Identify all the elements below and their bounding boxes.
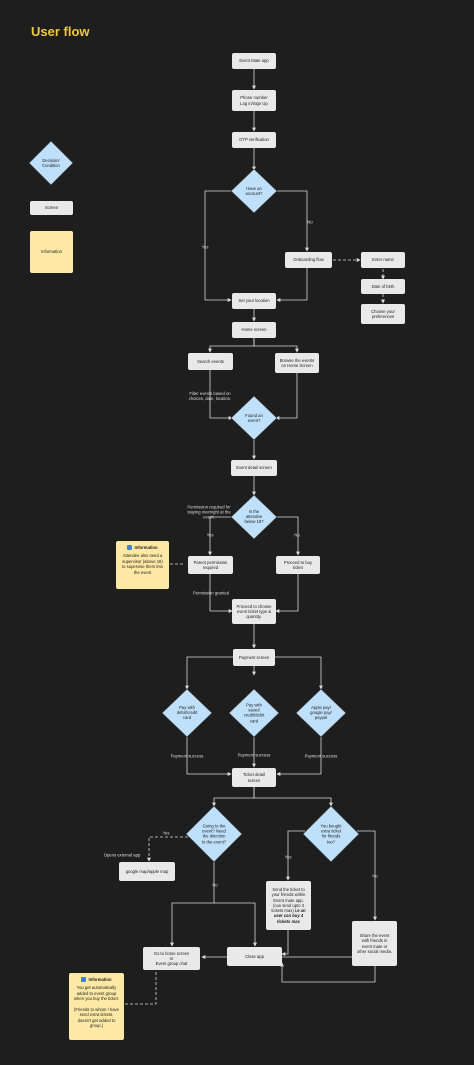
label-no-going: No bbox=[212, 882, 218, 888]
label-payment-success-2: Payment success bbox=[237, 752, 271, 758]
screen-enter-name: Enter name bbox=[361, 252, 405, 268]
edge-account-no bbox=[276, 190, 309, 252]
decision-going-event-label: Going to the event? Need the direction t… bbox=[201, 823, 227, 845]
decision-pay-saved bbox=[228, 688, 280, 738]
edge-going-map bbox=[147, 836, 188, 862]
label-permission-granted: Permission granted bbox=[192, 590, 230, 596]
label-no-below18: No bbox=[294, 532, 300, 538]
screen-choose-ticket: Proceed to choose event ticket type & qu… bbox=[232, 599, 276, 624]
screen-payment: Payment screen bbox=[233, 649, 275, 666]
label-payment-success-1: Payment success bbox=[170, 753, 204, 759]
label-yes-going: Yes bbox=[162, 830, 170, 836]
screen-event-detail: Event detail screen bbox=[231, 460, 277, 476]
screen-google-map: google map/apple map bbox=[119, 862, 175, 881]
edge-onboarding-location bbox=[276, 268, 308, 302]
screen-send-ticket: Send the ticket to your friends within E… bbox=[266, 881, 311, 930]
screen-otp-verification: OTP verification bbox=[232, 132, 276, 148]
edge-going-no bbox=[170, 853, 215, 947]
edge-below18-no bbox=[275, 516, 300, 556]
label-yes-extra: Yes bbox=[284, 854, 292, 860]
send-ticket-emphasis: i.e an user can buy 4 tickets max bbox=[273, 908, 306, 924]
page-title: User flow bbox=[31, 24, 90, 39]
edge-payment-right bbox=[275, 656, 323, 690]
info-icon bbox=[81, 977, 87, 982]
info-note-group-text: You get automatically added to event gro… bbox=[74, 985, 119, 1029]
legend-screen: Screen bbox=[30, 201, 73, 215]
decision-bought-extra-label: You bought extra ticket for friends too? bbox=[320, 823, 342, 845]
label-no-extra: No bbox=[372, 873, 378, 879]
screen-parent-permission: Parent permission required bbox=[188, 556, 233, 574]
edge-payment-left bbox=[185, 656, 233, 690]
screen-preferences: Choose your preferences bbox=[361, 304, 405, 324]
decision-have-account bbox=[230, 168, 278, 214]
edge-debit-ticket bbox=[186, 736, 232, 776]
screen-event-mate-app: Event Mate app bbox=[232, 53, 276, 69]
edge-below18-yes bbox=[208, 516, 234, 556]
screen-home-group: Go to home screen or Event group chat bbox=[143, 947, 200, 970]
label-yes-below18: Yes bbox=[206, 532, 214, 538]
edge-going-close bbox=[214, 902, 257, 947]
decision-found-event-label: Found an event? bbox=[245, 412, 263, 423]
label-payment-success-3: Payment success bbox=[304, 753, 338, 759]
decision-bought-extra bbox=[302, 805, 360, 863]
info-note-group: Information You get automatically added … bbox=[69, 973, 124, 1040]
info-icon bbox=[127, 545, 133, 550]
screen-phone-login: Phone number Log in/Sign Up bbox=[232, 90, 276, 111]
screen-home: Home screen bbox=[232, 322, 276, 338]
edge-share-close bbox=[280, 962, 376, 983]
edge-note-home bbox=[125, 970, 157, 1005]
label-opens-external: Opens external app bbox=[103, 852, 141, 858]
edge-ticket-going bbox=[212, 787, 255, 807]
edge-ticket-extra bbox=[253, 787, 333, 807]
screen-search-events: Search events bbox=[188, 353, 233, 370]
info-note-attendee: Information Attendee also need a supervi… bbox=[116, 541, 169, 589]
edge-account-yes bbox=[204, 190, 232, 302]
label-yes-account: Yes bbox=[201, 244, 209, 250]
decision-pay-apple bbox=[295, 688, 347, 738]
legend-decision-label: Decision/ Condition bbox=[42, 157, 60, 168]
legend-decision-diamond bbox=[28, 140, 74, 186]
decision-below-18 bbox=[230, 494, 278, 540]
info-note-attendee-text: Attendee also need a supervisor (above 1… bbox=[122, 553, 163, 575]
edge-extra-yes bbox=[286, 830, 305, 881]
decision-below-18-label: Is the attendee below 18? bbox=[244, 509, 264, 525]
decision-pay-saved-label: Pay with saved credit/debit card bbox=[243, 702, 265, 724]
screen-browse-events: Browse the events on Home Screen bbox=[275, 353, 319, 373]
edge-send-close bbox=[281, 930, 289, 956]
decision-pay-apple-label: Apple pay/ google pay/ paypal bbox=[310, 705, 332, 721]
edge-parent-choose bbox=[209, 574, 233, 613]
edge-buy-choose bbox=[275, 574, 299, 613]
decision-pay-debit bbox=[161, 688, 213, 738]
send-ticket-text: Send the ticket to your friends within E… bbox=[271, 887, 306, 914]
info-note-header: Information bbox=[120, 545, 165, 550]
edge-extra-no bbox=[357, 830, 377, 921]
decision-have-account-label: Have an account? bbox=[245, 185, 263, 196]
edge-home-search bbox=[208, 338, 255, 353]
screen-onboarding-flow: Onboarding flow bbox=[285, 252, 332, 268]
label-no-account: No bbox=[307, 219, 313, 225]
decision-found-event bbox=[230, 395, 278, 441]
edge-home-browse bbox=[253, 338, 299, 353]
label-filter: Filter events based on choices, date, lo… bbox=[188, 391, 232, 401]
info-note-header: Information bbox=[73, 977, 120, 982]
screen-proceed-buy: Proceed to buy ticket bbox=[276, 556, 320, 574]
screen-date-of-birth: Date of birth bbox=[361, 279, 405, 294]
legend-information: Information bbox=[30, 231, 73, 273]
screen-close-app: Close app bbox=[227, 947, 282, 966]
edge-search-found bbox=[209, 370, 233, 420]
edge-apple-ticket bbox=[276, 736, 322, 776]
decision-going-event bbox=[185, 805, 243, 863]
screen-share-event: Share the event with friends in event ma… bbox=[352, 921, 397, 966]
screen-set-location: Set your location bbox=[232, 293, 276, 309]
edge-browse-found bbox=[275, 373, 298, 420]
label-permission-required: Permission required for staying overnigh… bbox=[187, 504, 231, 520]
decision-pay-debit-label: Pay with debit/credit card bbox=[176, 705, 198, 721]
screen-ticket-detail: Ticket detail screen bbox=[232, 768, 276, 787]
